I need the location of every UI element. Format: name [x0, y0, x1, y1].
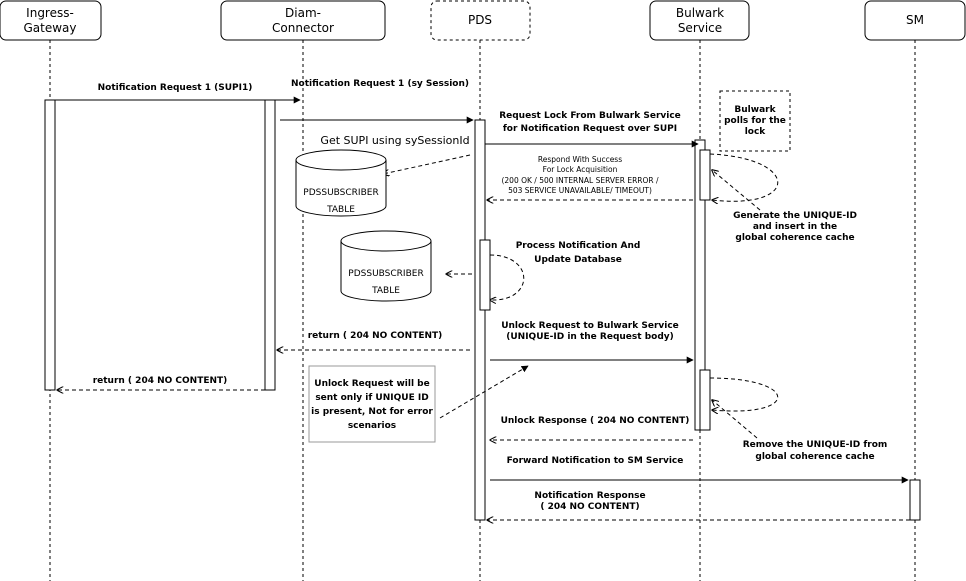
label-m12-line2: ( 204 NO CONTENT) [540, 502, 639, 512]
label-m5-line1: Respond With Success [538, 155, 622, 164]
participant-bulwark-line1: Bulwark [676, 6, 724, 20]
participant-bulwark-line2: Service [678, 21, 722, 35]
label-m9-line2: (UNIQUE-ID in the Request body) [506, 332, 674, 342]
database-pdssubscriber-2: PDSSUBSCRIBER TABLE [340, 230, 432, 302]
database-1-line2: TABLE [326, 205, 355, 215]
note-generate-line2: and insert in the [753, 222, 837, 232]
label-m7: return ( 204 NO CONTENT) [308, 331, 443, 341]
participant-sm-line1: SM [906, 13, 924, 27]
participant-ingress-line1: Ingress- [26, 6, 74, 20]
note-bulwark-poll: Bulwark polls for the lock [719, 90, 791, 152]
activation-sm [909, 479, 921, 521]
note-bulwark-poll-line3: lock [745, 127, 767, 137]
label-m5-line3: (200 OK / 500 INTERNAL SERVER ERROR / [501, 176, 659, 185]
connector-remove [712, 400, 758, 439]
activation-diam [264, 99, 276, 391]
label-m11: Forward Notification to SM Service [507, 456, 684, 466]
participant-diam: Diam- Connector [220, 0, 386, 41]
activation-bulwark-nested1 [699, 149, 711, 201]
label-m3-line2: for Notification Request over SUPI [503, 124, 677, 134]
note-unlock-line4: scenarios [348, 421, 396, 431]
participant-bulwark: Bulwark Service [649, 0, 750, 41]
label-m6-line1: Process Notification And [516, 241, 641, 251]
note-remove-line2: global coherence cache [755, 452, 874, 462]
activation-pds-nested [479, 239, 491, 311]
arrow-m4 [383, 154, 471, 174]
database-pdssubscriber-1: PDSSUBSCRIBER TABLE [295, 149, 387, 217]
connector-unlock-note [439, 365, 529, 419]
label-m10: Unlock Response ( 204 NO CONTENT) [501, 416, 690, 426]
label-m3-line1: Request Lock From Bulwark Service [499, 111, 681, 121]
label-m5-line2: For Lock Acquisition [543, 165, 618, 174]
label-m8: return ( 204 NO CONTENT) [93, 376, 228, 386]
activations [44, 99, 921, 521]
note-bulwark-poll-line1: Bulwark [734, 105, 776, 115]
participant-pds: PDS [430, 0, 531, 41]
note-unlock-condition: Unlock Request will be sent only if UNIQ… [308, 365, 436, 443]
label-m1: Notification Request 1 (SUPI1) [98, 83, 253, 93]
label-m4: Get SUPI using sySessionId [320, 134, 469, 147]
database-2-line1: PDSSUBSCRIBER [348, 269, 423, 279]
label-m12-line1: Notification Response [534, 491, 645, 501]
note-unlock-line1: Unlock Request will be [314, 379, 429, 389]
self-loop-bulwark-1 [709, 153, 779, 201]
label-m6-line2: Update Database [534, 255, 622, 265]
participant-ingress-line2: Gateway [23, 21, 76, 35]
request-arrows [55, 96, 909, 484]
participant-sm: SM [864, 0, 966, 41]
note-generate-line3: global coherence cache [735, 233, 854, 243]
participant-pds-line1: PDS [468, 13, 492, 27]
note-bulwark-poll-line2: polls for the [724, 116, 786, 126]
self-loop-pds [490, 254, 525, 300]
database-1-line1: PDSSUBSCRIBER [303, 188, 378, 198]
participant-diam-line2: Connector [272, 21, 334, 35]
database-2-line2: TABLE [371, 286, 400, 296]
connector-generate [712, 170, 761, 211]
activation-pds [474, 119, 486, 521]
note-unlock-line2: sent only if UNIQUE ID [315, 393, 428, 403]
note-generate-line1: Generate the UNIQUE-ID [733, 211, 857, 221]
participant-diam-line1: Diam- [285, 6, 321, 20]
note-unlock-line3: is present, Not for error [311, 407, 433, 417]
label-m9-line1: Unlock Request to Bulwark Service [501, 321, 679, 331]
activation-bulwark-nested2 [699, 369, 711, 431]
self-loop-bulwark-2 [709, 377, 779, 411]
label-m2: Notification Request 1 (sy Session) [291, 79, 469, 89]
label-m5-line4: 503 SERVICE UNAVAILABLE/ TIMEOUT) [508, 186, 652, 195]
note-remove-line1: Remove the UNIQUE-ID from [743, 440, 888, 450]
participant-ingress: Ingress- Gateway [0, 0, 102, 41]
return-arrows [57, 153, 910, 520]
activation-ingress [44, 99, 56, 391]
